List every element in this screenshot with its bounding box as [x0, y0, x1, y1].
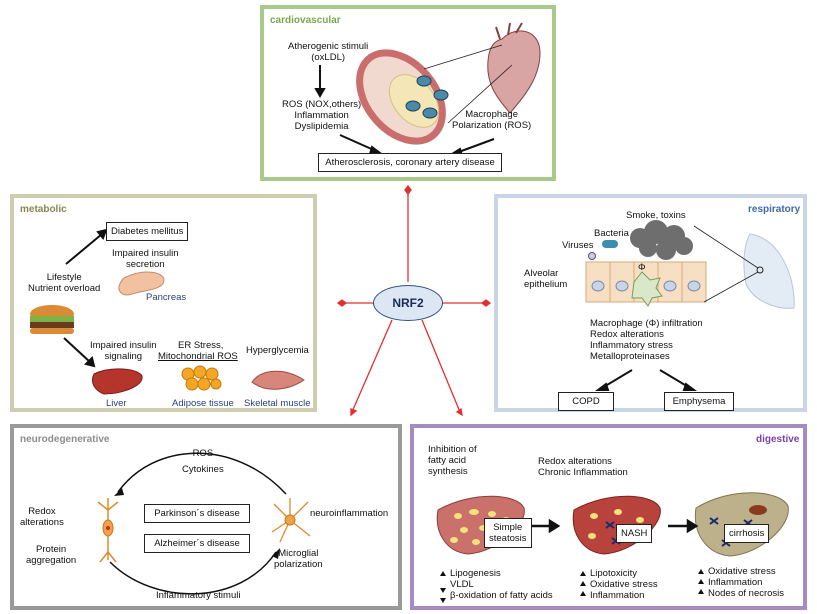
diabetes-mellitus-box: Diabetes mellitus	[106, 222, 189, 241]
respiratory-effects: Macrophage (Φ) infiltration Redox altera…	[590, 318, 703, 362]
redox-chronic-inflammation: Redox alterations Chronic Inflammation	[538, 456, 628, 478]
list-item: Oxidative stress	[708, 566, 776, 577]
respiratory-title: respiratory	[748, 204, 801, 215]
bacteria-icon	[602, 240, 618, 248]
atherogenic-stimuli: Atherogenic stimuli (oxLDL)	[288, 41, 369, 63]
lifestyle-nutrient: Lifestyle Nutrient overload	[28, 272, 101, 294]
simple-steatosis-box: Simple steatosis	[484, 518, 532, 548]
list-item: VLDL	[450, 579, 474, 590]
digestive-title: digestive	[756, 434, 800, 445]
outcome-atherosclerosis: Atherosclerosis, coronary artery disease	[318, 153, 502, 172]
neurodegenerative-title: neurodegenerative	[20, 434, 110, 445]
adipose-label: Adipose tissue	[172, 398, 234, 409]
lung-icon	[743, 233, 795, 309]
foam-cell	[422, 107, 438, 119]
list-item: β-oxidation of fatty acids	[450, 590, 553, 601]
phi-label: Φ	[638, 262, 646, 273]
impaired-insulin-signaling: Impaired insulin signaling	[90, 340, 157, 362]
muscle-icon	[251, 370, 305, 390]
connector-digestive	[421, 319, 461, 413]
emphysema-box: Emphysema	[664, 392, 734, 411]
alzheimers-box: Alzheimer´s disease	[144, 534, 250, 553]
nrf2-label: NRF2	[392, 296, 424, 310]
steatosis-effects-list: Lipogenesis VLDL β-oxidation of fatty ac…	[450, 568, 553, 601]
alveolar-epithelium: Alveolar epithelium	[524, 268, 568, 290]
cardiovascular-panel: cardiovascular Atherogenic stimuli (oxLD…	[260, 5, 556, 181]
list-item: Lipotoxicity	[590, 568, 637, 579]
metabolic-title: metabolic	[20, 204, 67, 215]
nash-box: NASH	[616, 524, 653, 543]
list-item: Lipogenesis	[450, 568, 501, 579]
protein-aggregation: Protein aggregation	[26, 544, 77, 566]
inhibition-fatty-acid: Inhibition of fatty acid synthesis	[428, 444, 477, 477]
viruses-label: Viruses	[562, 240, 594, 251]
muscle-label: Skeletal muscle	[244, 398, 311, 409]
respiratory-artwork	[585, 220, 795, 391]
inflammatory-stimuli: Inflammatory stimuli	[156, 590, 241, 601]
liver-icon	[91, 368, 143, 395]
list-item: Nodes of necrosis	[708, 588, 785, 599]
nash-effects-list: Lipotoxicity Oxidative stress Inflammati…	[590, 568, 658, 601]
pancreas-label: Pancreas	[146, 292, 187, 303]
liver-label: Liver	[106, 398, 127, 409]
foam-cell	[405, 100, 421, 112]
impaired-insulin-secretion: Impaired insulin secretion	[112, 248, 179, 270]
ros-cytokines: ROS Cytokines	[182, 448, 224, 475]
nrf2-node: NRF2	[373, 285, 443, 321]
cirrhosis-effects-list: Oxidative stress Inflammation Nodes of n…	[708, 566, 784, 599]
cardiovascular-title: cardiovascular	[270, 15, 341, 26]
microglial-polarization: Microglial polarization	[274, 548, 323, 570]
cirrhosis-box: cirrhosis	[724, 524, 770, 543]
smoke-toxins: Smoke, toxins	[626, 210, 686, 221]
metabolic-artwork	[30, 228, 305, 395]
parkinsons-box: Parkinson´s disease	[144, 504, 250, 523]
adipose-icon	[181, 365, 222, 391]
foam-cell	[416, 75, 432, 87]
macrophage-cell	[631, 271, 663, 307]
copd-box: COPD	[558, 392, 614, 411]
neurodegenerative-panel: neurodegenerative ROS Cytokines Redox al…	[10, 424, 402, 610]
bacteria-label: Bacteria	[594, 228, 629, 239]
hyperglycemia: Hyperglycemia	[246, 345, 309, 356]
er-stress: ER Stress,	[178, 340, 224, 351]
digestive-panel: digestive Inhibition of fatty acid synth…	[410, 424, 807, 610]
mitochondrial-ros: Mitochondrial ROS	[158, 351, 238, 362]
metabolic-panel: metabolic Diabetes mellitus Impaired ins…	[10, 194, 317, 412]
connector-neurodegenerative	[351, 319, 393, 413]
pancreas-icon	[118, 271, 165, 296]
list-item: Oxidative stress	[590, 579, 658, 590]
heart-icon	[487, 30, 541, 114]
respiratory-panel: respiratory Smoke, toxins Bacteria Virus…	[494, 194, 807, 412]
list-item: Inflammation	[708, 577, 763, 588]
virus-icon	[588, 252, 596, 260]
burger-icon	[30, 305, 74, 334]
foam-cell	[433, 89, 449, 101]
macrophage-polarization: Macrophage Polarization (ROS)	[452, 109, 532, 131]
neuro-artwork	[97, 452, 311, 595]
cardio-artwork	[314, 22, 541, 158]
neuroinflammation: neuroinflammation	[310, 508, 389, 519]
ros-inflammation: ROS (NOX,others) Inflammation Dyslipidem…	[282, 99, 362, 132]
list-item: Inflammation	[590, 590, 645, 601]
redox-alterations: Redox alterations	[20, 506, 64, 528]
smoke-icon	[630, 220, 693, 260]
